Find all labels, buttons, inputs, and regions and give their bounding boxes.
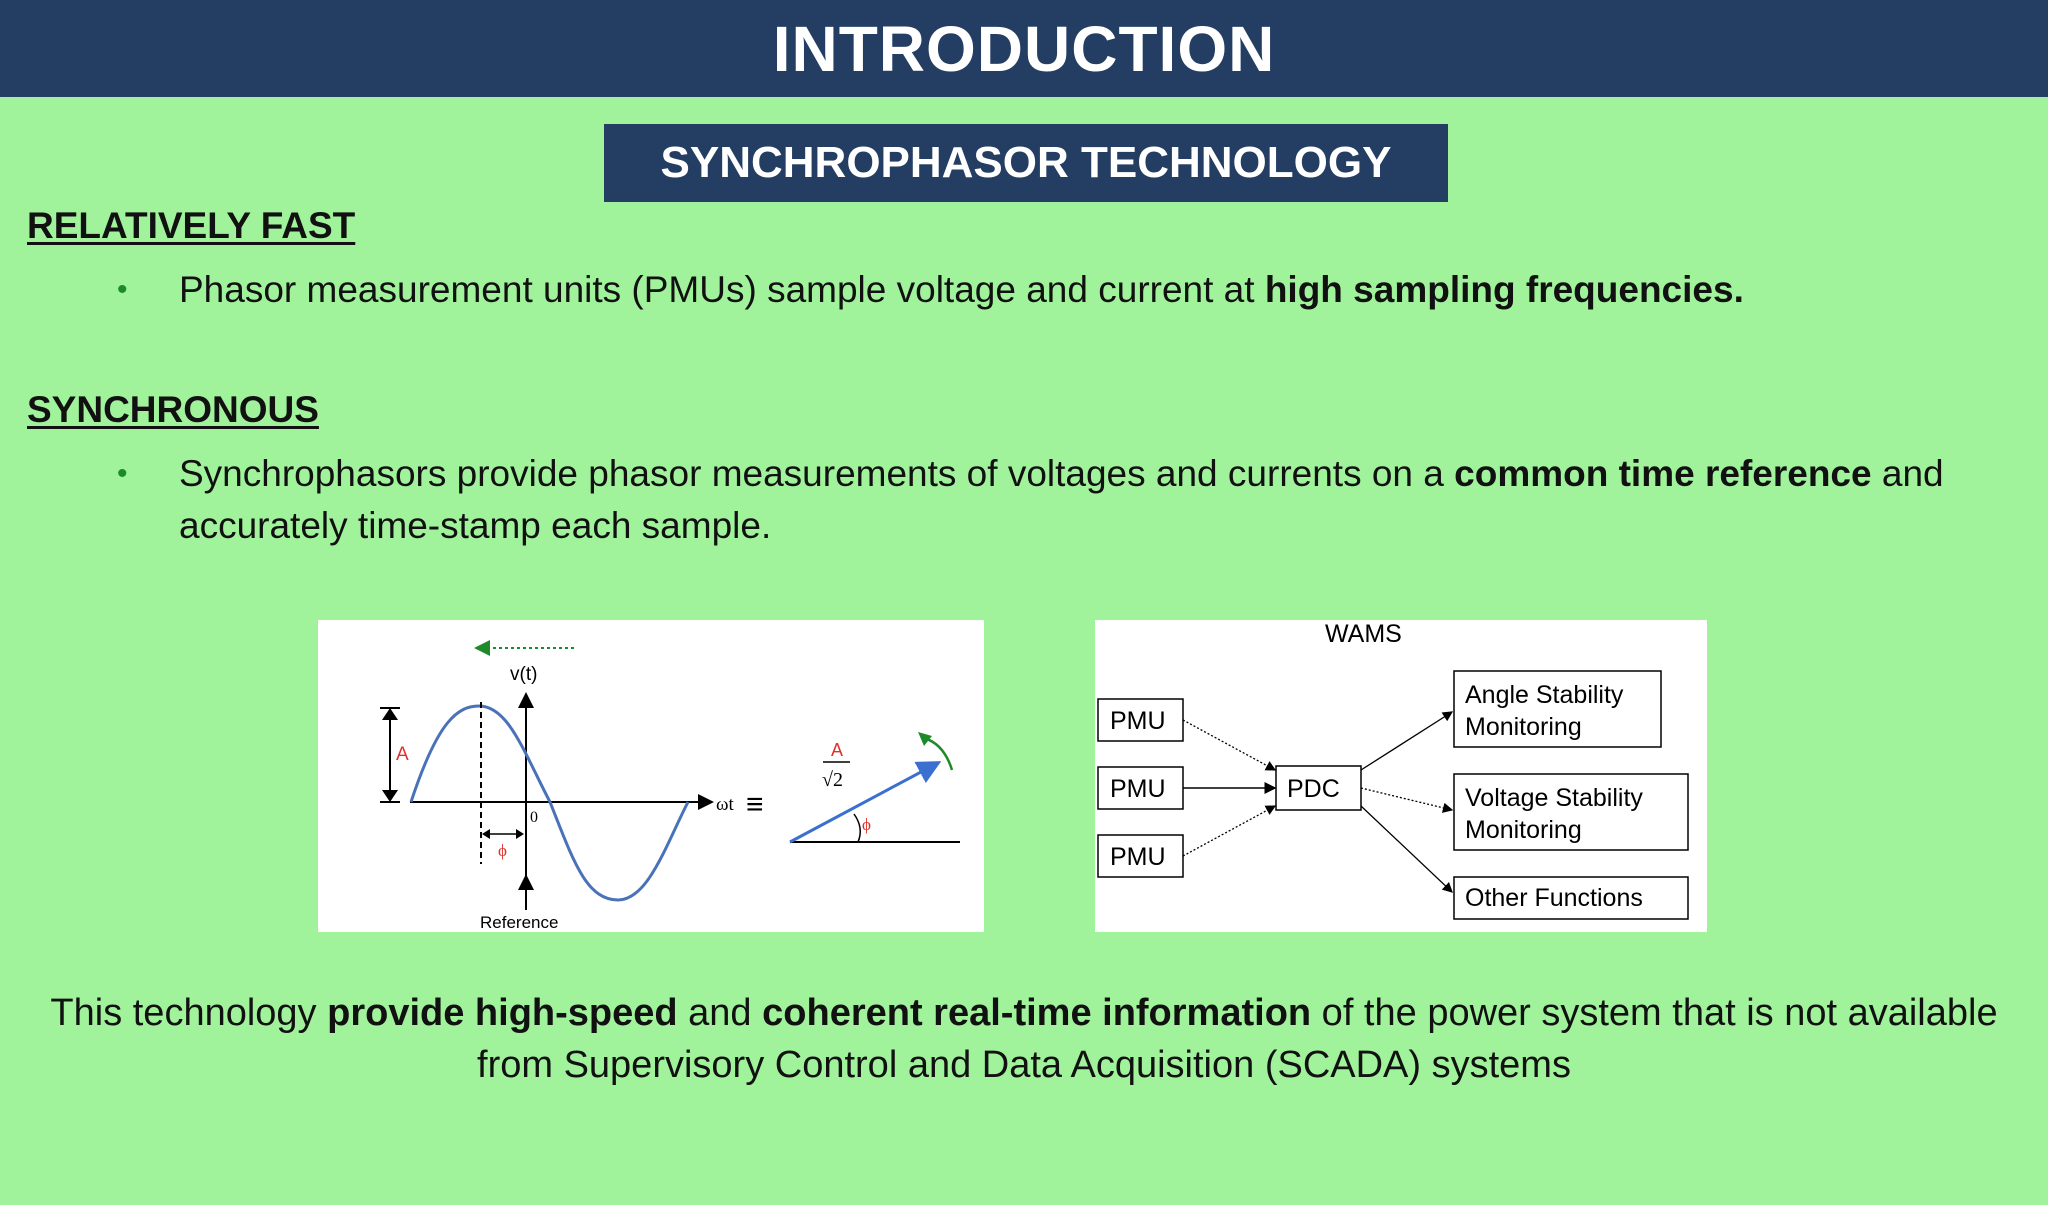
output-label: Other Functions (1465, 884, 1643, 912)
bullet-text: Phasor measurement units (PMUs) sample v… (179, 269, 1265, 310)
bullet-icon: • (117, 273, 128, 306)
sine-wave (409, 704, 690, 902)
heading-synchronous: SYNCHRONOUS (27, 389, 319, 430)
pmu-label: PMU (1110, 843, 1166, 871)
bullet-item-fast: • Phasor measurement units (PMUs) sample… (117, 264, 1997, 316)
phasor-phi-label: ϕ (862, 815, 871, 834)
bullet-text: Synchrophasors provide phasor measuremen… (179, 453, 1455, 494)
pmu-label: PMU (1110, 775, 1166, 803)
output-label: Angle Stability (1465, 681, 1624, 709)
phasor-arrow (789, 761, 942, 844)
phi-label: ϕ (498, 841, 507, 860)
wams-diagram: WAMS PMU PMU PMU PDC Angle Stability Mon… (1095, 620, 1707, 932)
equiv-label: ≡ (746, 788, 764, 821)
vt-label: v(t) (510, 664, 537, 685)
pmu-label: PMU (1110, 707, 1166, 735)
pdc-label: PDC (1287, 775, 1340, 803)
reference-label: Reference (480, 913, 558, 932)
output-label-line2: Monitoring (1465, 816, 1582, 844)
wt-label: ωt (716, 794, 735, 815)
conclusion-text: This technology provide high-speed and c… (50, 992, 1998, 1086)
bullet-bold-text: common time reference (1454, 453, 1872, 494)
bullet-item-synchronous: • Synchrophasors provide phasor measurem… (117, 448, 1997, 552)
zero-label: 0 (530, 809, 538, 826)
bullet-text-continued: and accurately time-stamp each sample. (179, 453, 1944, 546)
amplitude-label: A (396, 744, 409, 765)
output-box (1453, 876, 1689, 920)
output-label: Voltage Stability (1465, 784, 1643, 812)
bullet-icon: • (117, 457, 128, 490)
rms-numerator: A (831, 740, 843, 760)
output-box (1453, 670, 1662, 748)
phasor-diagram: v(t) ωt ≡ A 0 ϕ Reference ϕ A √2 (318, 620, 984, 932)
bullet-bold-text: high sampling frequencies. (1264, 269, 1744, 310)
rotation-arc-icon (923, 736, 954, 771)
wams-title: WAMS (1325, 620, 1402, 648)
output-box (1453, 773, 1689, 851)
heading-relatively-fast: RELATIVELY FAST (27, 205, 356, 246)
subtitle-bar: SYNCHROPHASOR TECHNOLOGY (604, 124, 1448, 202)
section-title: SYNCHROPHASOR TECHNOLOGY (660, 138, 1392, 187)
title-bar: INTRODUCTION (0, 0, 2048, 97)
rms-denominator: √2 (822, 769, 843, 791)
page-title: INTRODUCTION (772, 12, 1276, 85)
output-label-line2: Monitoring (1465, 713, 1582, 741)
